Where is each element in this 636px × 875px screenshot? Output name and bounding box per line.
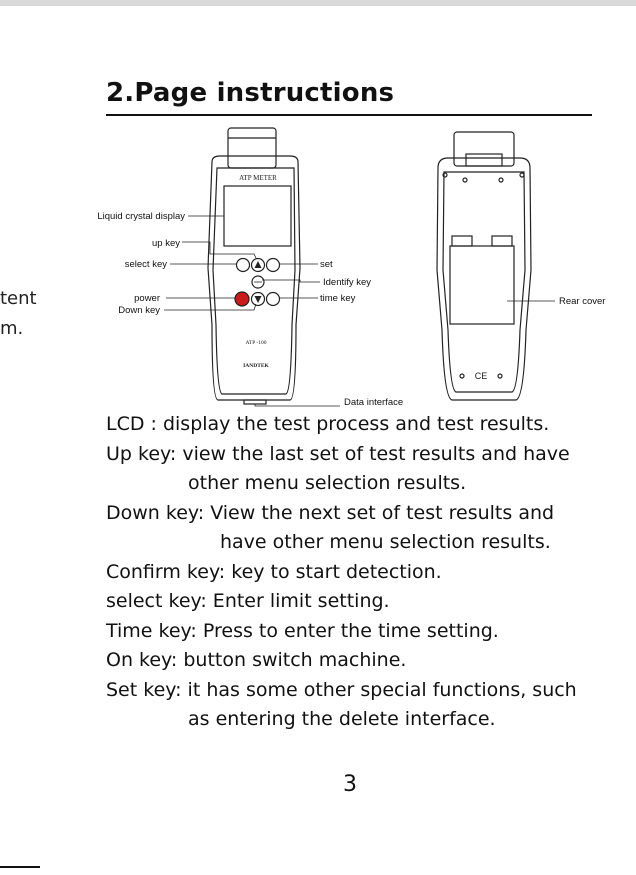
front-top-connector <box>227 127 277 169</box>
rear-clip-left <box>451 235 473 247</box>
heading-underline <box>106 114 592 116</box>
desc-line: On key: button switch machine. <box>106 649 407 671</box>
rear-device <box>436 131 532 401</box>
lcd-screen <box>223 185 292 247</box>
desc-line: Set key: it has some other special funct… <box>106 678 577 701</box>
label-up-key: up key <box>152 238 180 249</box>
desc-line: Down key: View the next set of test resu… <box>106 501 555 524</box>
page-number: 3 <box>343 772 357 797</box>
power-button[interactable] <box>234 291 250 307</box>
label-identify-key: Identify key <box>323 277 371 288</box>
front-device <box>207 127 301 405</box>
device-maker: IANDTEK <box>243 363 269 369</box>
ce-mark: CE <box>475 371 488 381</box>
label-down-key: Down key <box>118 305 160 316</box>
page-top-edge <box>0 0 636 6</box>
up-arrow-icon <box>254 261 262 268</box>
desc-line: other menu selection results. <box>188 472 467 494</box>
rear-top-connector <box>453 131 515 167</box>
front-leader-lines <box>164 215 340 407</box>
label-set: set <box>320 259 333 270</box>
rear-body <box>436 157 532 401</box>
rear-clip-right <box>491 235 513 247</box>
label-lcd: Liquid crystal display <box>97 211 185 222</box>
label-power: power <box>134 293 160 304</box>
time-button[interactable] <box>265 291 281 307</box>
device-brand: ATP METER <box>239 174 277 182</box>
desc-line: select key: Enter limit setting. <box>106 590 390 612</box>
select-button[interactable] <box>235 257 251 273</box>
label-rear-cover: Rear cover <box>559 296 605 307</box>
rear-inner-outline <box>442 171 526 393</box>
label-time-key: time key <box>320 293 356 304</box>
front-body <box>207 155 301 401</box>
down-arrow-icon <box>254 296 262 303</box>
desc-line: have other menu selection results. <box>220 531 551 553</box>
down-button[interactable] <box>250 291 266 307</box>
front-inner-outline <box>212 167 296 395</box>
device-diagram: ATP METER ATP -100 IANDTEK Liquid crysta… <box>97 127 605 408</box>
section-heading: 2.Page instructions <box>106 78 395 108</box>
desc-line: LCD : display the test process and test … <box>106 413 550 435</box>
desc-line: Confirm key: key to start detection. <box>106 560 442 583</box>
set-button[interactable] <box>265 257 281 273</box>
label-select-key: select key <box>125 259 167 270</box>
desc-line: as entering the delete interface. <box>188 708 496 730</box>
key-descriptions: LCD : display the test process and test … <box>106 410 626 735</box>
bleed-text-2: m. <box>0 318 24 339</box>
identify-button[interactable] <box>251 275 265 289</box>
bleed-text-1: tent <box>0 288 37 309</box>
bottom-left-rule <box>0 866 40 868</box>
desc-line: Up key: view the last set of test result… <box>106 442 570 465</box>
device-model: ATP -100 <box>245 340 266 346</box>
rear-cover <box>449 245 515 325</box>
desc-line: Time key: Press to enter the time settin… <box>106 619 499 642</box>
up-button[interactable] <box>250 257 266 273</box>
label-data-interface: Data interface <box>344 397 403 408</box>
